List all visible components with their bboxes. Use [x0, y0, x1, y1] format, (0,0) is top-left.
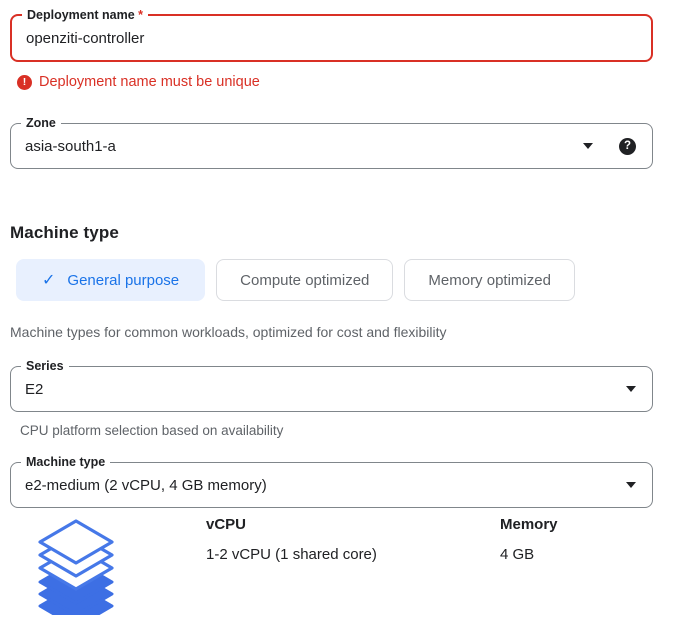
- machine-type-heading: Machine type: [10, 223, 119, 242]
- zone-label: Zone: [21, 115, 61, 132]
- series-label: Series: [21, 358, 69, 375]
- series-value[interactable]: E2: [25, 380, 44, 398]
- layers-icon: [38, 519, 114, 620]
- series-field[interactable]: Series E2: [10, 358, 653, 412]
- deployment-name-label: Deployment name *: [22, 7, 149, 24]
- tab-general-purpose-label: General purpose: [67, 271, 180, 289]
- machine-type-label: Machine type: [21, 454, 111, 471]
- series-helper-text: CPU platform selection based on availabi…: [20, 423, 284, 438]
- deployment-name-input[interactable]: openziti-controller: [26, 29, 145, 47]
- deployment-form: Deployment name * openziti-controller ! …: [0, 7, 680, 620]
- dropdown-caret-icon[interactable]: [626, 482, 636, 488]
- memory-label: Memory: [500, 516, 558, 533]
- checkmark-icon: ✓: [42, 272, 56, 289]
- vcpu-label: vCPU: [206, 516, 247, 533]
- tab-memory-optimized[interactable]: Memory optimized: [404, 259, 575, 301]
- machine-family-tabs: ✓ General purpose Compute optimized Memo…: [16, 259, 653, 301]
- deployment-name-field[interactable]: Deployment name * openziti-controller: [10, 7, 653, 62]
- zone-field[interactable]: Zone asia-south1-a ?: [10, 115, 653, 169]
- dropdown-caret-icon[interactable]: [626, 386, 636, 392]
- required-asterisk: *: [138, 8, 144, 22]
- memory-value: 4 GB: [500, 546, 535, 563]
- error-icon: !: [17, 74, 32, 90]
- deployment-name-error: ! Deployment name must be unique: [17, 74, 653, 90]
- tab-compute-optimized[interactable]: Compute optimized: [216, 259, 394, 301]
- vcpu-value: 1-2 vCPU (1 shared core): [206, 546, 377, 563]
- help-icon[interactable]: ?: [619, 137, 636, 155]
- tab-general-purpose[interactable]: ✓ General purpose: [16, 259, 206, 301]
- machine-type-description: Machine types for common workloads, opti…: [10, 324, 447, 340]
- error-message: Deployment name must be unique: [39, 74, 260, 90]
- dropdown-caret-icon[interactable]: [583, 143, 593, 149]
- tab-compute-optimized-label: Compute optimized: [240, 271, 370, 289]
- zone-value[interactable]: asia-south1-a: [25, 137, 116, 155]
- tab-memory-optimized-label: Memory optimized: [428, 271, 551, 289]
- deployment-name-label-text: Deployment name: [27, 8, 135, 22]
- vcpu-column: vCPU 1-2 vCPU (1 shared core): [206, 516, 377, 563]
- memory-column: Memory 4 GB: [500, 516, 558, 563]
- machine-type-field[interactable]: Machine type e2-medium (2 vCPU, 4 GB mem…: [10, 454, 653, 508]
- machine-summary: vCPU 1-2 vCPU (1 shared core) Memory 4 G…: [10, 516, 653, 620]
- machine-type-value[interactable]: e2-medium (2 vCPU, 4 GB memory): [25, 476, 267, 494]
